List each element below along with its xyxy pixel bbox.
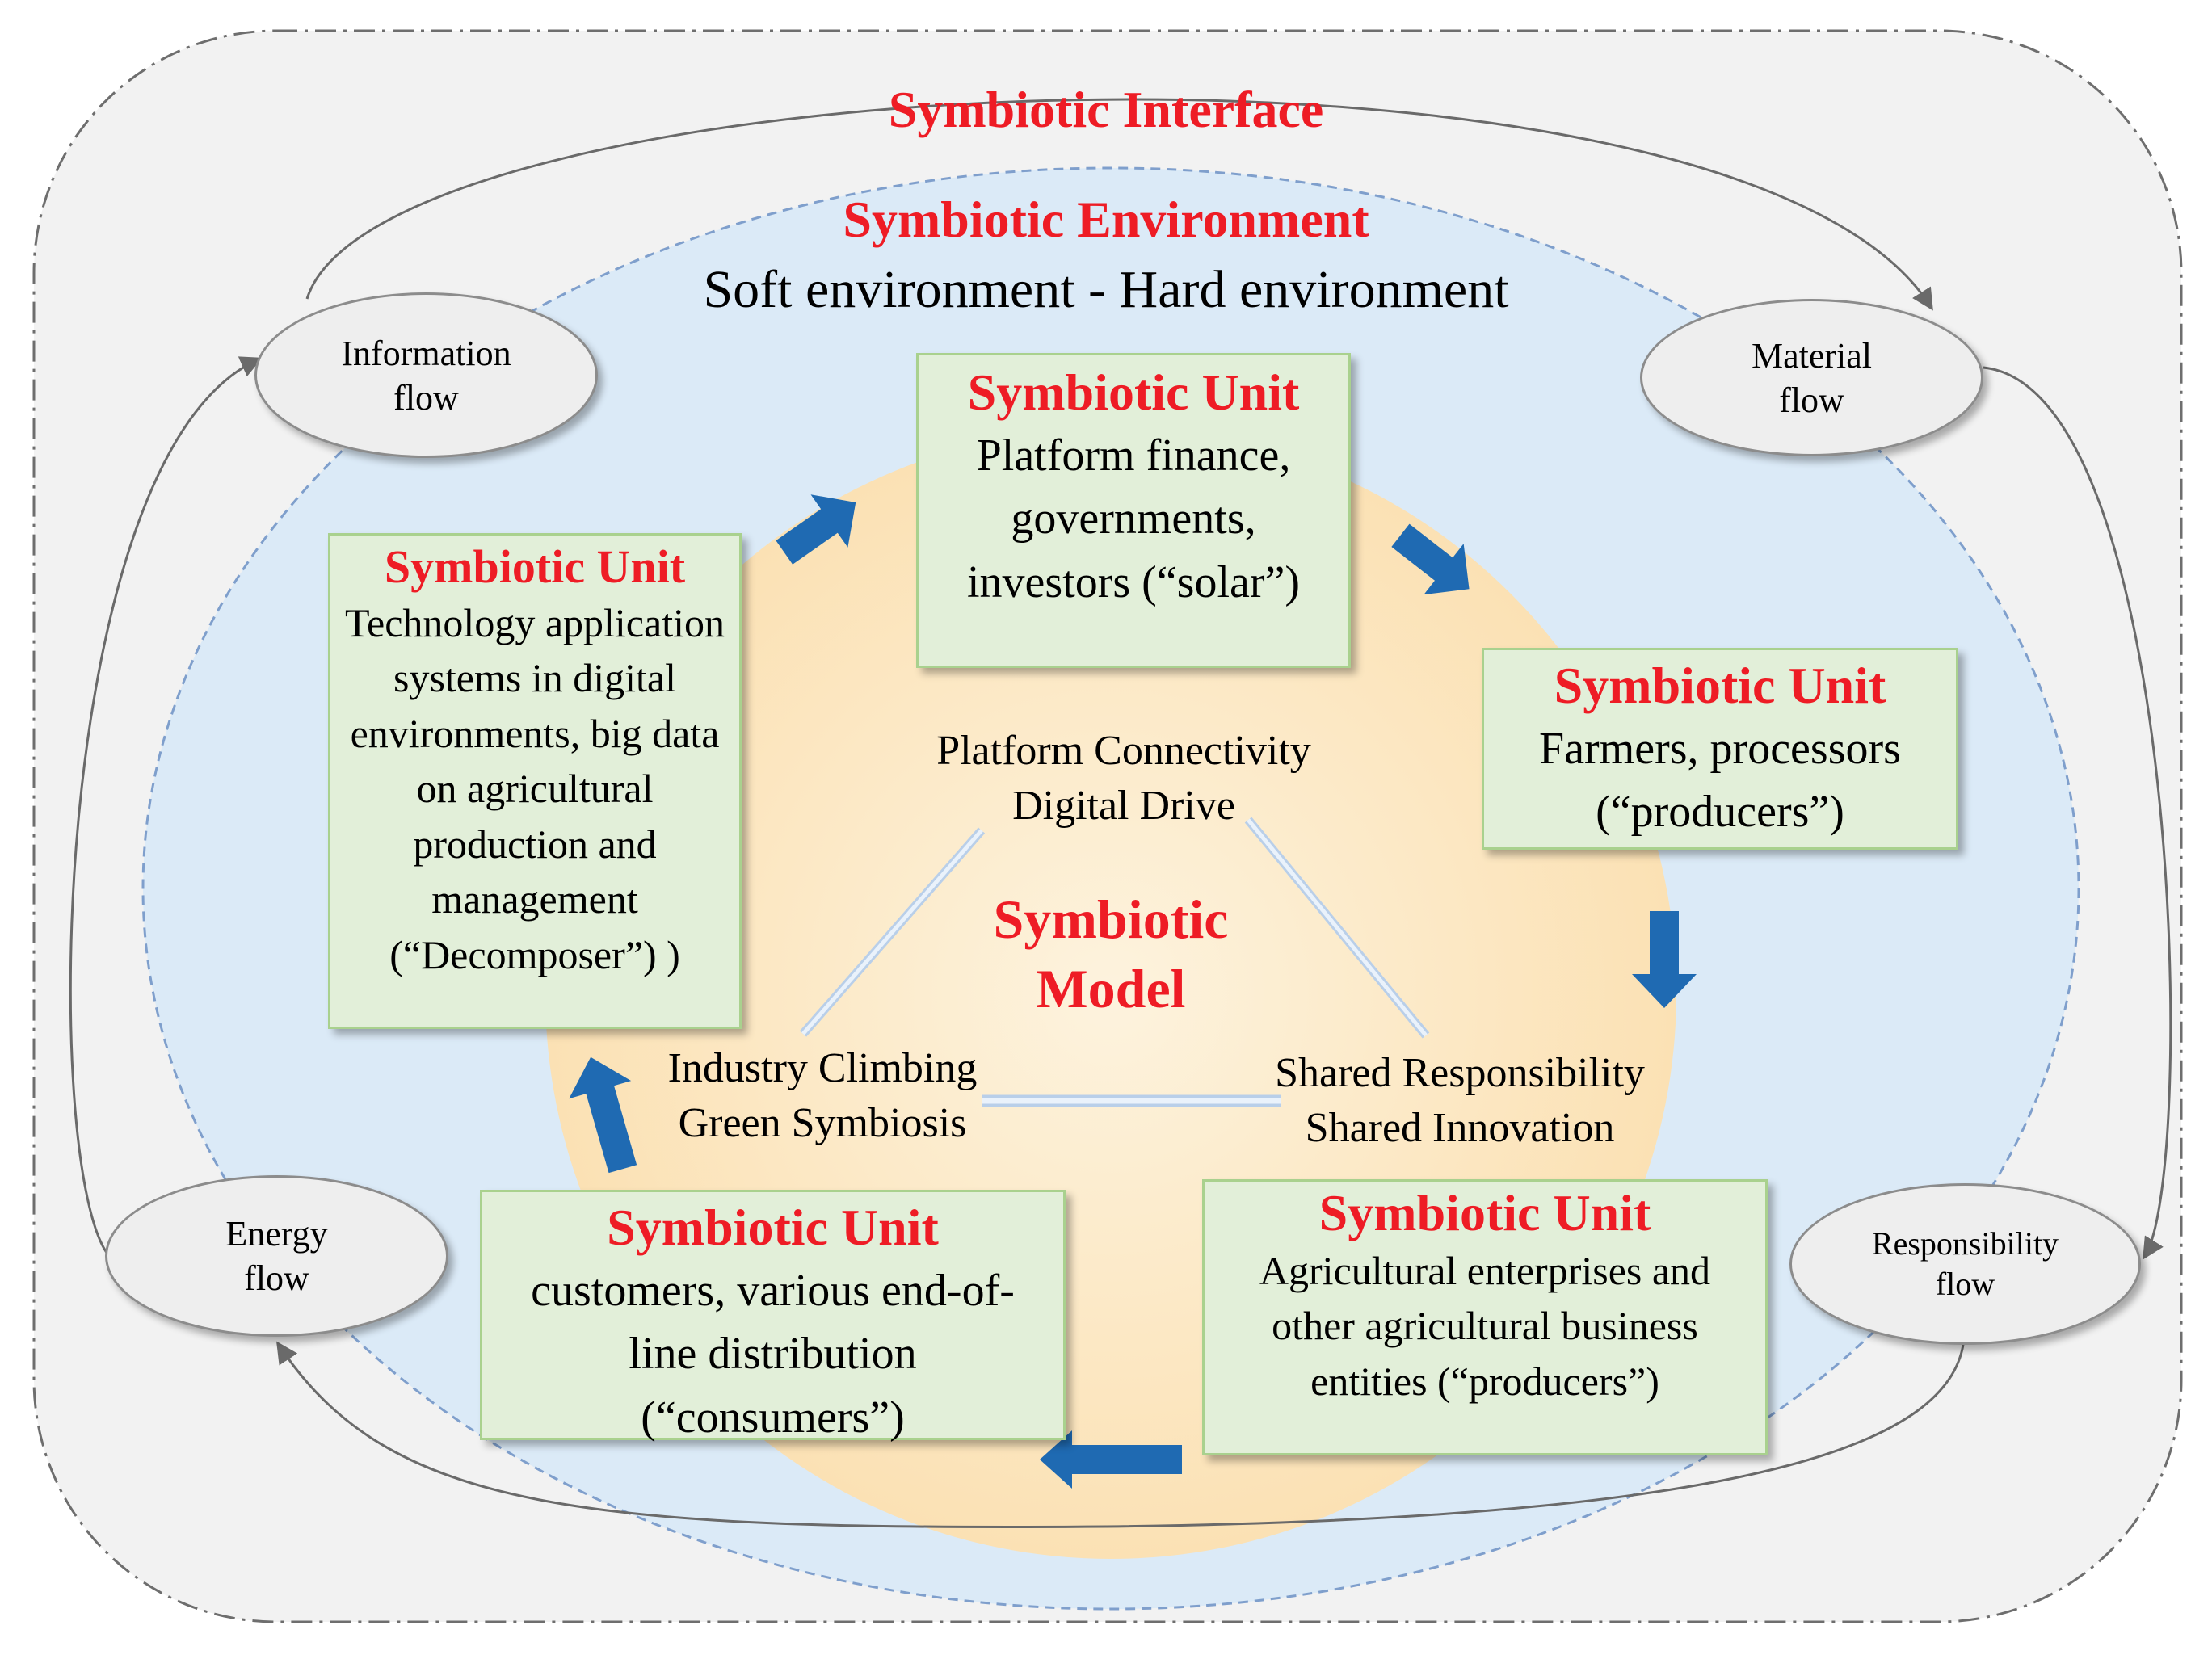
feature-shared-responsibility: Shared Responsibility Shared Innovation [1275, 1050, 1645, 1151]
unit-body: Farmers, processors (“producers”) [1539, 723, 1901, 838]
flow-curve-left [69, 356, 263, 1257]
information-flow-label: Information flow [341, 333, 511, 418]
flow-curve-right [1983, 366, 2172, 1260]
unit-title: Symbiotic Unit [384, 540, 686, 593]
responsibility-flow-label: Responsibility flow [1871, 1225, 2059, 1302]
material-flow-node: Material flow [1640, 299, 1983, 456]
flow-curve-bottom [276, 1341, 1965, 1529]
environment-subtitle: Soft environment - Hard environment [703, 260, 1509, 319]
unit-platform-finance: Symbiotic Unit Platform finance, governm… [916, 353, 1351, 668]
unit-consumers: Symbiotic Unit customers, various end-of… [480, 1190, 1066, 1443]
unit-body: Platform finance, governments, investors… [966, 430, 1301, 607]
unit-body: customers, various end-of-line distribut… [531, 1265, 1015, 1443]
cycle-arrow-bottomleft-to-left [569, 1056, 637, 1174]
information-flow-node: Information flow [254, 292, 598, 458]
unit-title: Symbiotic Unit [1554, 657, 1886, 714]
cycle-arrow-left-to-top [776, 494, 856, 565]
energy-flow-label: Energy flow [225, 1214, 328, 1298]
unit-decomposer: Symbiotic Unit Technology application sy… [328, 533, 742, 1029]
unit-title: Symbiotic Unit [1318, 1184, 1651, 1241]
model-triangle [799, 817, 1430, 1107]
flow-curve-top [305, 98, 1933, 311]
material-flow-label: Material flow [1751, 335, 1873, 420]
feature-industry-climbing: Industry Climbing Green Symbiosis [667, 1045, 978, 1146]
cycle-arrow-top-to-right [1391, 523, 1470, 595]
unit-body: Agricultural enterprises and other agric… [1259, 1247, 1711, 1404]
cycle-arrow-right-to-bottomright [1632, 911, 1697, 1008]
unit-body: Technology application systems in digita… [345, 599, 725, 977]
unit-title: Symbiotic Unit [967, 363, 1300, 421]
feature-platform-connectivity: Platform Connectivity Digital Drive [936, 728, 1311, 829]
cycle-arrow-bottomright-to-bottomleft [1040, 1430, 1182, 1489]
unit-agricultural-enterprises: Symbiotic Unit Agricultural enterprises … [1202, 1179, 1768, 1455]
responsibility-flow-node: Responsibility flow [1789, 1183, 2141, 1345]
interface-title: Symbiotic Interface [888, 81, 1324, 138]
unit-title: Symbiotic Unit [607, 1199, 939, 1256]
environment-title: Symbiotic Environment [843, 191, 1369, 248]
unit-farmers-processors: Symbiotic Unit Farmers, processors (“pro… [1482, 648, 1958, 850]
model-title: Symbiotic Model [993, 888, 1229, 1020]
energy-flow-node: Energy flow [105, 1175, 448, 1337]
